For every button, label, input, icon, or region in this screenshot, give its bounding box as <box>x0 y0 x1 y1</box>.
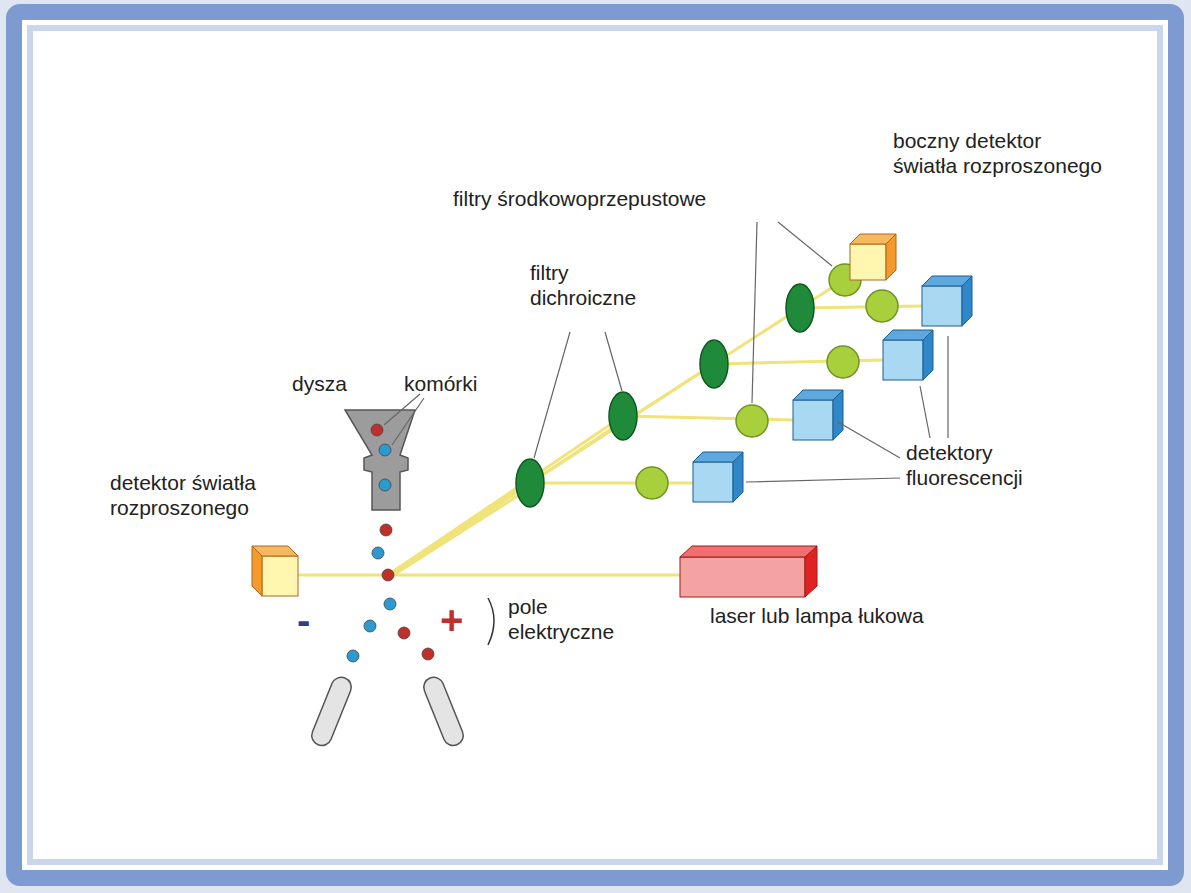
field-bracket <box>488 598 494 645</box>
laser-source <box>680 546 817 597</box>
frame-border <box>14 12 1176 878</box>
cells-label: komórki <box>404 371 504 396</box>
dichroic-label: filtry dichroiczne <box>530 260 670 310</box>
fluorescence-label: detektory fluorescencji <box>906 440 1071 490</box>
field-label: pole elektryczne <box>508 594 658 644</box>
light-beams <box>290 275 922 575</box>
side-scatter-label: boczny detektor światła rozproszonego <box>893 128 1103 178</box>
bandpass-filters <box>636 264 898 499</box>
nozzle-label: dysza <box>292 371 372 396</box>
scatter-label: detektor światła rozproszonego <box>110 470 325 520</box>
test-tubes <box>309 674 466 748</box>
minus-sign: - <box>297 596 327 644</box>
scatter-detectors <box>252 234 896 596</box>
bandpass-label: filtry środkowoprzepustowe <box>453 186 813 211</box>
frame-inner <box>30 28 1160 862</box>
cells <box>347 424 434 662</box>
leader-lines <box>384 222 948 482</box>
nozzle <box>345 410 415 510</box>
dichroic-filters <box>516 284 814 507</box>
plus-sign: + <box>440 596 474 644</box>
laser-label: laser lub lampa łukowa <box>710 603 1010 628</box>
